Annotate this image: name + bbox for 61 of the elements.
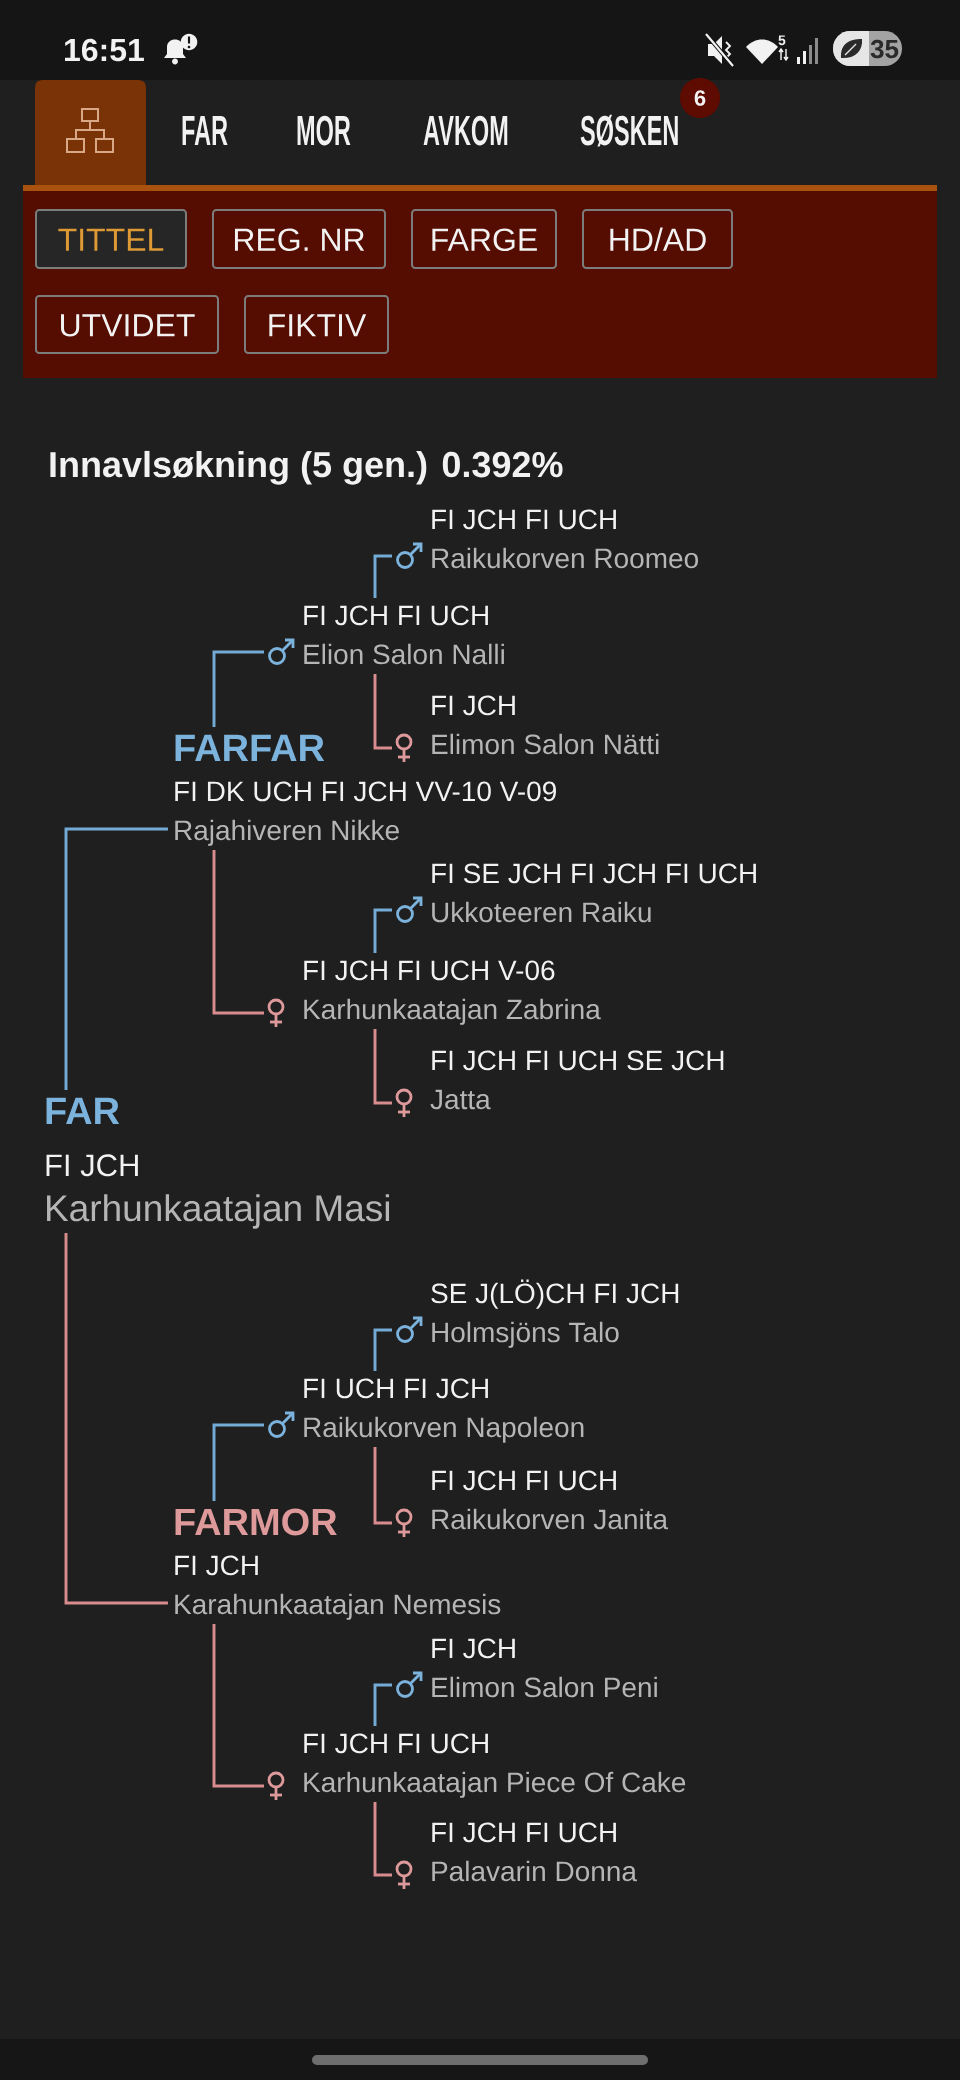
pedigree-connector [373, 1683, 392, 1726]
pedigree-connector [212, 850, 264, 1015]
dog-titles: FI JCH FI UCH [432, 1822, 616, 1843]
pedigree-heading: FARMOR [175, 1508, 337, 1536]
clock-time: 16:51 [65, 38, 144, 62]
pedigree-connector [212, 1624, 264, 1788]
tab-label: MOR [297, 115, 351, 146]
dog-titles: FI JCH FI UCH [432, 509, 616, 530]
pedigree-connector [373, 1802, 392, 1877]
pedigree-connector [373, 1328, 392, 1371]
dog-name: Palavarin Donna [432, 1860, 637, 1882]
filter-button: FARGE [411, 209, 557, 269]
dog-name: Karhunkaatajan Masi [47, 1194, 389, 1229]
heading: Innavlsøkning (5 gen.) 0.392% [50, 450, 563, 485]
pedigree-heading: FARFAR [175, 734, 325, 761]
dog-titles: FI JCH [175, 1555, 258, 1576]
dog-name: Raikukorven Roomeo [432, 547, 698, 569]
filter-button: HD/AD [582, 209, 733, 269]
dog-titles: FI DK UCH FI JCH VV-10 V-09 [175, 781, 556, 802]
dog-titles: FI JCH [46, 1154, 138, 1177]
pedigree-connector [64, 1233, 168, 1605]
dog-titles: FI UCH FI JCH [304, 1378, 488, 1399]
dog-titles: FI JCH FI UCH V-06 [304, 960, 555, 981]
tab-label: FAR [182, 116, 228, 145]
dog-name: Holmsjöns Talo [432, 1321, 619, 1348]
dog-name: Rajahiveren Nikke [175, 819, 399, 846]
dog-name: Karhunkaatajan Zabrina [304, 998, 601, 1025]
pedigree-heading: FAR [46, 1097, 120, 1124]
dog-titles: FI JCH FI UCH [304, 605, 488, 626]
tab-label: AVKOM [423, 115, 508, 146]
dog-name: Karhunkaatajan Piece Of Cake [304, 1771, 686, 1798]
dog-name: Ukkoteeren Raiku [432, 901, 651, 923]
pedigree-connector [373, 1447, 392, 1525]
dog-titles: SE J(LÖ)CH FI JCH [431, 1279, 679, 1309]
dog-titles: FI JCH FI UCH [304, 1733, 488, 1754]
filter-button: UTVIDET [35, 295, 219, 354]
filter-button: REG. NR [212, 209, 386, 269]
pedigree-connector [373, 554, 392, 598]
dog-name: Raikukorven Napoleon [304, 1416, 584, 1443]
pedigree-connector [373, 1029, 392, 1105]
dog-name: Raikukorven Janita [432, 1508, 669, 1530]
count-badge: 6 [680, 78, 720, 118]
pedigree-connector [373, 908, 392, 953]
pedigree-connector [64, 827, 168, 1090]
filter-button: TITTEL [35, 209, 187, 269]
pedigree-connector [212, 650, 264, 727]
dog-titles: FI JCH [432, 1638, 515, 1659]
pedigree-connector [373, 674, 392, 750]
dog-name: Jatta [430, 1089, 491, 1110]
network-type-label: 5 [778, 35, 786, 46]
dog-name: Elimon Salon Peni [432, 1676, 657, 1698]
dog-titles: FI JCH FI UCH [432, 1470, 616, 1491]
dog-name: Karahunkaatajan Nemesis [175, 1593, 501, 1620]
dog-name: Elimon Salon Nätti [432, 733, 659, 755]
dog-name: Elion Salon Nalli [304, 643, 504, 665]
tab-label: SØSKEN [580, 114, 678, 147]
dog-titles: FI SE JCH FI JCH FI UCH [432, 863, 756, 884]
filter-button: FIKTIV [244, 295, 389, 354]
dog-titles: FI JCH [432, 695, 515, 716]
dog-titles: FI JCH FI UCH SE JCH [432, 1050, 724, 1071]
pedigree-connector [212, 1423, 264, 1501]
